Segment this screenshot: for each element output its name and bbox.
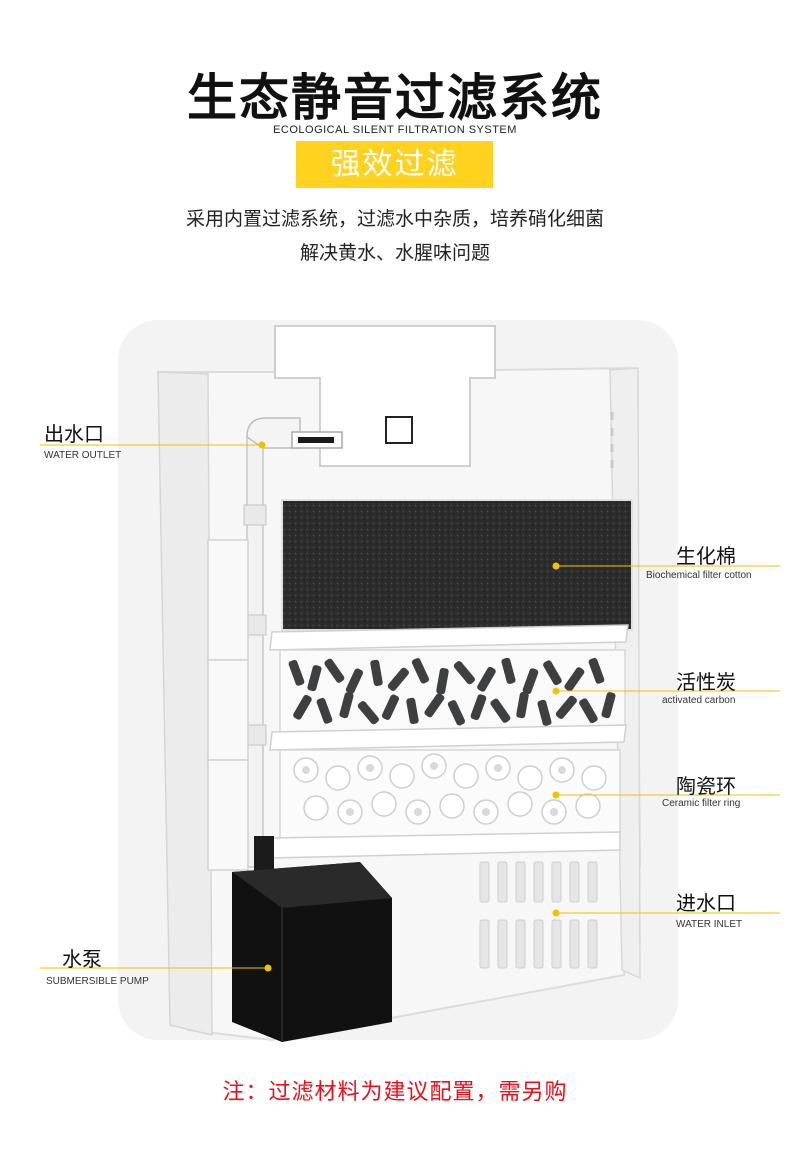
callout-dots — [258, 441, 560, 972]
water-outlet-label-en: WATER OUTLET — [44, 450, 122, 461]
top-cover — [274, 325, 496, 467]
feature-badge: 强效过滤 — [296, 141, 493, 188]
ceramic-label-en: Ceramic filter ring — [662, 798, 741, 809]
water-inlet-label: 进水口 — [676, 891, 736, 915]
filter-cotton-layer — [281, 499, 633, 631]
description-line-1: 采用内置过滤系统，过滤水中杂质，培养硝化细菌 — [185, 208, 604, 230]
callout-lines — [40, 444, 780, 969]
carbon-label-en: activated carbon — [662, 695, 736, 706]
cover-window — [385, 416, 413, 444]
footer-note: 注：过滤材料为建议配置，需另购 — [222, 1080, 568, 1105]
left-chamber — [207, 539, 249, 871]
housing-left-wall — [157, 371, 213, 1036]
carbon-label: 活性炭 — [676, 670, 736, 694]
pump-label: 水泵 — [62, 947, 102, 971]
water-inlet-label-en: WATER INLET — [676, 919, 743, 930]
outlet-pipe — [243, 417, 343, 868]
ceramic-ring-holes — [302, 762, 566, 816]
page-subtitle: ECOLOGICAL SILENT FILTRATION SYSTEM — [273, 124, 517, 136]
inlet-grille — [479, 861, 598, 969]
water-outlet-label: 出水口 — [44, 422, 104, 446]
page-title: 生态静音过滤系统 — [187, 69, 603, 127]
tray-2 — [269, 724, 627, 751]
filter-cotton-label: 生化棉 — [676, 544, 736, 568]
carbon-pellets — [288, 657, 616, 726]
filter-cotton-label-en: Biochemical filter cotton — [646, 570, 752, 581]
pump-label-en: SUBMERSIBLE PUMP — [46, 976, 149, 987]
ceramic-label: 陶瓷环 — [676, 774, 736, 798]
tray-1 — [269, 624, 629, 651]
submersible-pump — [232, 836, 392, 1042]
description-line-2: 解决黄水、水腥味问题 — [299, 242, 490, 264]
